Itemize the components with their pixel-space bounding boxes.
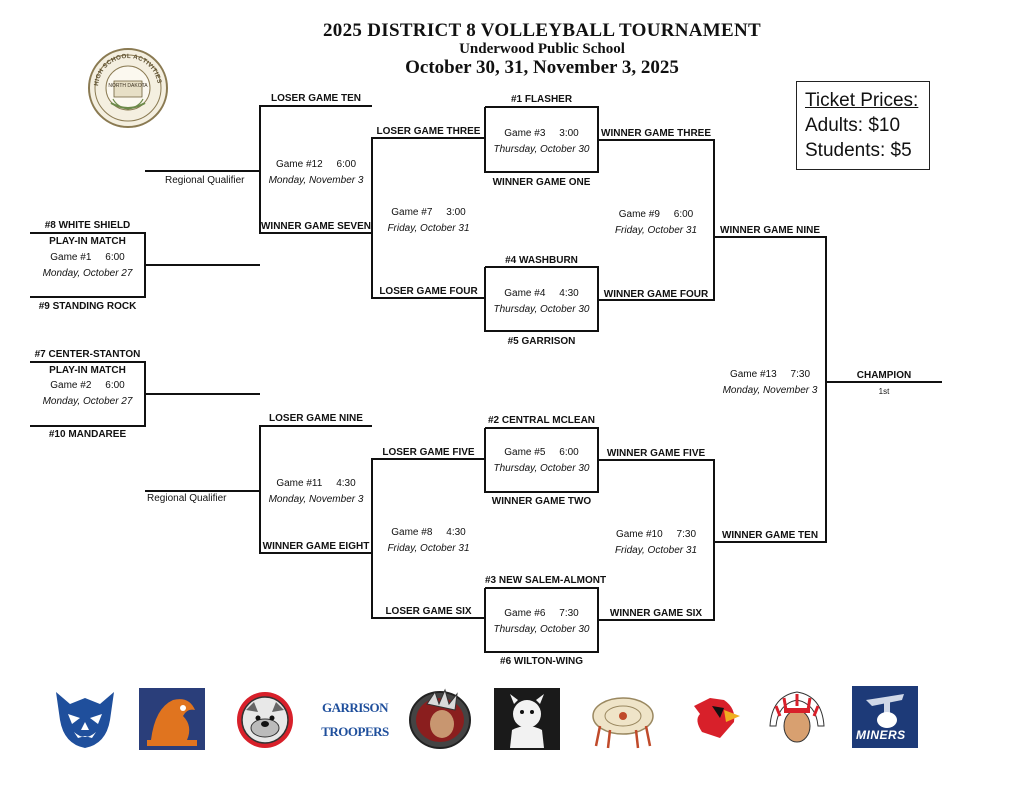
label-winner-game-five: WINNER GAME FIVE [606,448,706,459]
miners-logo: MINERS [852,686,918,748]
garrison-troopers-logo: GARRISON TROOPERS [320,686,390,752]
label-winner-game-six: WINNER GAME SIX [609,608,703,619]
bracket-game11 [259,425,372,554]
game12-date: Monday, November 3 [268,175,364,186]
game7-time: Game #7 3:00 [391,207,466,218]
bracket-game9 [598,139,715,301]
game6-time: Game #6 7:30 [504,608,579,619]
game10-time: Game #10 7:30 [615,529,697,540]
team-white-shield: #8 WHITE SHIELD [44,220,131,231]
game6-date: Thursday, October 30 [493,624,590,635]
bracket-game3 [484,106,599,173]
bracket-game4 [484,266,599,332]
game8-date: Friday, October 31 [387,543,470,554]
game10-date: Friday, October 31 [614,545,698,556]
label-winner-game-eight: WINNER GAME EIGHT [262,541,370,552]
label-winner-game-ten: WINNER GAME TEN [721,530,819,541]
game9-time: Game #9 6:00 [618,209,694,220]
bracket-game6 [484,587,599,653]
playin-1-label: PLAY-IN MATCH [49,236,126,247]
page-title: 2025 DISTRICT 8 VOLLEYBALL TOURNAMENT [323,20,761,41]
school-logos-row: GARRISON TROOPERS [40,686,930,754]
dreamcatcher-logo-icon [592,697,654,749]
game3-date: Thursday, October 30 [493,144,590,155]
miners-logo-text: MINERS [856,728,906,742]
label-loser-game-four: LOSER GAME FOUR [379,286,478,297]
bulldog-logo-icon [237,692,293,748]
label-champion: CHAMPION [856,370,912,381]
bracket-game10 [598,459,715,621]
wildcat-logo-icon [56,692,114,748]
page-dates: October 30, 31, November 3, 2025 [405,57,679,78]
bracket-game13 [714,236,827,543]
bracket-game8 [371,458,485,619]
label-winner-game-nine: WINNER GAME NINE [720,225,820,236]
team-wilton-wing: #6 WILTON-WING [500,656,583,667]
dark-mascot-logo-icon [494,688,560,750]
team-mandaree: #10 MANDAREE [48,429,127,440]
game11-time: Game #11 4:30 [276,478,356,489]
game9-date: Friday, October 31 [614,225,698,236]
ndhsaa-seal-logo: HIGH SCHOOL ACTIVITIES ASSOCIATION NORTH… [87,47,168,128]
game12-time: Game #12 6:00 [275,159,357,170]
label-loser-game-three: LOSER GAME THREE [376,126,481,137]
ticket-adults: Adults: $10 [805,115,901,136]
team-garrison: #5 GARRISON [507,336,576,347]
game8-time: Game #8 4:30 [391,527,466,538]
bracket-game5 [484,427,599,493]
team-center-stanton: #7 CENTER-STANTON [34,349,141,360]
team-central-mclean: #2 CENTRAL MCLEAN [487,415,596,426]
team-new-salem-almont: #3 NEW SALEM-ALMONT [485,575,607,586]
team-washburn: #4 WASHBURN [505,255,578,266]
ticket-heading: Ticket Prices: [805,90,919,111]
game4-date: Thursday, October 30 [493,304,590,315]
champion-place: 1st [878,387,890,396]
label-winner-game-three: WINNER GAME THREE [601,128,711,139]
game1-time: Game #1 6:00 [50,252,125,263]
label-loser-game-five: LOSER GAME FIVE [382,447,475,458]
game11-date: Monday, November 3 [268,494,364,505]
ticket-prices-box: Ticket Prices: Adults: $10 Students: $5 [796,81,930,170]
headdress-logo-icon [769,691,825,743]
label-winner-game-seven: WINNER GAME SEVEN [260,221,371,232]
regional-qualifier-bottom: Regional Qualifier [147,493,227,504]
game5-time: Game #5 6:00 [504,447,579,458]
game2-date: Monday, October 27 [42,396,133,407]
garrison-logo-top: GARRISON [321,700,389,715]
label-loser-game-six: LOSER GAME SIX [385,606,472,617]
bracket-game12 [259,105,372,234]
label-winner-game-two: WINNER GAME TWO [491,496,592,507]
game7-date: Friday, October 31 [387,223,470,234]
game3-time: Game #3 3:00 [504,128,579,139]
pickaxe-fist-icon [866,694,904,728]
game2-time: Game #2 6:00 [50,380,125,391]
orange-mascot-logo-icon [139,688,205,750]
game13-date: Monday, November 3 [722,385,818,396]
seal-state-text: NORTH DAKOTA [108,83,148,89]
label-winner-game-one: WINNER GAME ONE [492,177,591,188]
game13-time: Game #13 7:30 [729,369,811,380]
game1-date: Monday, October 27 [42,268,133,279]
game5-date: Thursday, October 30 [493,463,590,474]
regional-qualifier-top: Regional Qualifier [165,175,245,186]
playin-2-label: PLAY-IN MATCH [49,365,126,376]
garrison-logo-bottom: TROOPERS [321,724,389,739]
team-standing-rock: #9 STANDING ROCK [38,301,137,312]
team-flasher: #1 FLASHER [510,94,573,105]
ticket-students: Students: $5 [805,140,912,161]
label-winner-game-four: WINNER GAME FOUR [603,289,709,300]
page-subtitle: Underwood Public School [459,41,625,57]
label-loser-game-ten: LOSER GAME TEN [270,93,361,104]
game4-time: Game #4 4:30 [504,288,579,299]
cardinal-logo-icon [694,698,740,738]
label-loser-game-nine: LOSER GAME NINE [269,413,363,424]
chief-logo-icon [409,688,471,749]
bracket-game7 [371,137,485,299]
